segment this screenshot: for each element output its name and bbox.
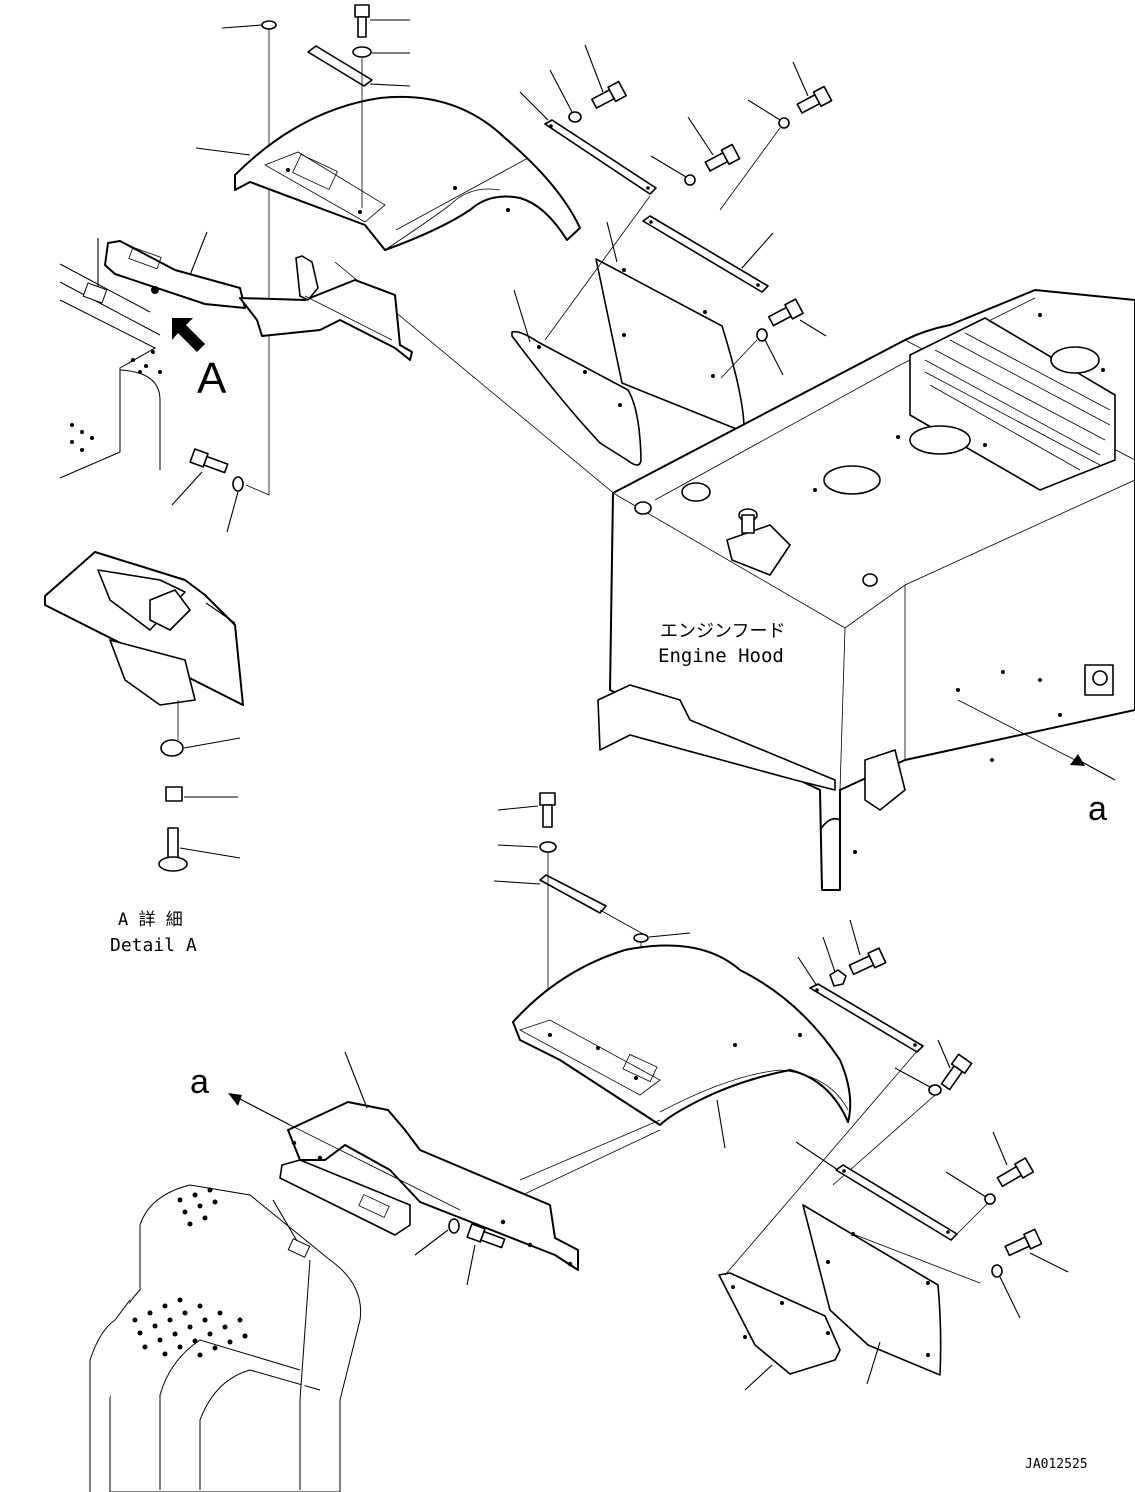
lower-fender-assembly [279, 792, 1069, 1391]
upper-side-strap-1 [544, 119, 657, 195]
arrow-a-right: a [957, 699, 1116, 828]
upper-small-strap [307, 45, 373, 87]
upper-bracket-washer [232, 476, 244, 492]
lower-side-strap-1 [809, 983, 924, 1053]
detail-a-nut [165, 786, 183, 802]
arrow-a-left-letter: a [190, 1063, 209, 1101]
hood-round-opening-2 [909, 425, 971, 455]
lower-side-strap-2 [835, 1164, 958, 1241]
upper-bracket-bolt [189, 448, 229, 474]
lower-top-washer [539, 841, 557, 853]
lower-washer-right [633, 933, 649, 943]
hood-fuel-cap [726, 524, 791, 576]
hood-label-jp: エンジンフード [660, 621, 785, 642]
upper-top-washer [352, 46, 372, 58]
upper-washer-4 [684, 174, 696, 186]
detail-a-washer [160, 739, 184, 757]
lower-washer-2 [928, 1084, 942, 1096]
lower-step-bracket [287, 1101, 579, 1271]
hood-grille [909, 317, 1116, 491]
lower-bolt-4 [1004, 1228, 1043, 1257]
upper-top-bolt [354, 4, 370, 38]
lower-top-bolt [539, 792, 556, 828]
detail-a-title-jp: A 詳 細 [118, 910, 183, 930]
upper-bolt-3 [704, 143, 741, 172]
lower-washer-4 [991, 1264, 1003, 1278]
detail-a-bolt [158, 827, 188, 872]
arrow-a-left: a [190, 1063, 461, 1211]
view-a-arrow-icon [172, 318, 205, 352]
upper-washer-3 [778, 117, 790, 129]
engine-hood: エンジンフード Engine Hood [597, 289, 1135, 891]
hood-round-opening-1 [823, 465, 881, 495]
upper-washer-5 [756, 328, 768, 342]
upper-bolt-4 [767, 298, 804, 327]
upper-side-strap-2 [642, 215, 769, 293]
lower-bolt-2 [940, 1053, 973, 1091]
lower-bracket-bolt [466, 1223, 506, 1249]
lower-panel-small [718, 1272, 841, 1375]
lower-fender-cover [512, 944, 852, 1126]
lower-bolt-3 [996, 1157, 1035, 1188]
arrow-a-right-letter: a [1088, 790, 1107, 828]
lower-washer-3 [984, 1193, 996, 1205]
upper-fender-cover [234, 95, 581, 251]
lower-bolt-1 [848, 947, 887, 976]
upper-step-bracket [104, 240, 246, 309]
upper-washer-left [261, 20, 277, 30]
upper-washer-2 [568, 111, 582, 123]
detail-a-title-en: Detail A [110, 935, 197, 956]
hood-round-opening-3 [1050, 346, 1100, 374]
upper-bolt-2 [796, 85, 833, 114]
hood-label-en: Engine Hood [658, 645, 784, 667]
platform-ghost-upper [59, 263, 162, 479]
view-a-letter: A [197, 354, 227, 403]
platform-ghost-lower [89, 1184, 362, 1492]
upper-panel-small [511, 330, 642, 466]
upper-bolt-1 [591, 80, 627, 109]
lower-panel-large [802, 1204, 942, 1376]
lower-bracket-washer [448, 1218, 460, 1234]
detail-a-view: A 詳 細 Detail A [44, 551, 244, 956]
lower-nut-1 [829, 969, 847, 987]
upper-fender-assembly: A [97, 4, 833, 533]
lower-small-strap [539, 874, 607, 914]
drawing-number: JA012525 [1025, 1457, 1088, 1472]
